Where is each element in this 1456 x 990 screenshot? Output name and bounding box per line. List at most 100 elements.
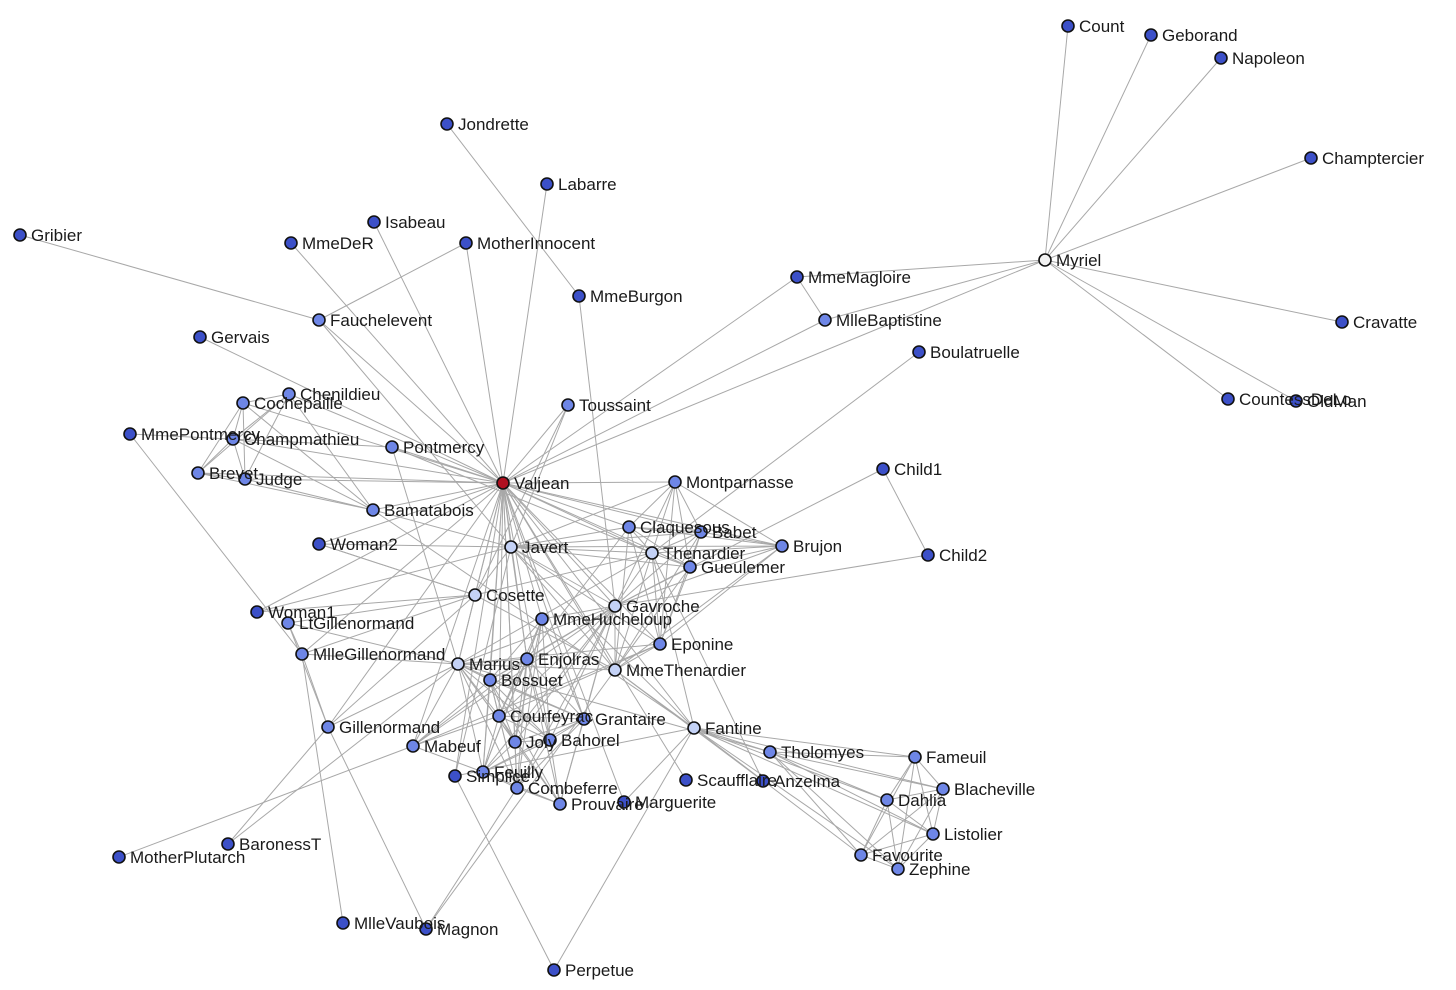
edge-motherinnocent-valjean xyxy=(465,242,504,484)
node-tholomyes[interactable] xyxy=(763,745,777,759)
node-blacheville[interactable] xyxy=(936,782,950,796)
edge-montparnasse-claquesous xyxy=(628,481,676,528)
edge-javert-eponine xyxy=(510,546,661,645)
node-judge[interactable] xyxy=(238,472,252,486)
node-thenardier[interactable] xyxy=(645,546,659,560)
node-motherplutarch[interactable] xyxy=(112,850,126,864)
node-gillenormand[interactable] xyxy=(321,720,335,734)
node-jondrette[interactable] xyxy=(440,117,454,131)
node-labarre[interactable] xyxy=(540,177,554,191)
node-cravatte[interactable] xyxy=(1335,315,1349,329)
node-chenildieu[interactable] xyxy=(282,387,296,401)
node-bamatabois[interactable] xyxy=(366,503,380,517)
node-baronesst[interactable] xyxy=(221,837,235,851)
node-boulatruelle[interactable] xyxy=(912,345,926,359)
node-child2[interactable] xyxy=(921,548,935,562)
node-enjolras[interactable] xyxy=(520,652,534,666)
node-montparnasse[interactable] xyxy=(668,475,682,489)
node-valjean[interactable] xyxy=(496,476,510,490)
edge-toussaint-cosette xyxy=(474,404,569,596)
node-eponine[interactable] xyxy=(653,637,667,651)
node-label-bamatabois: Bamatabois xyxy=(384,501,474,520)
node-mabeuf[interactable] xyxy=(406,739,420,753)
node-geborand[interactable] xyxy=(1144,28,1158,42)
node-fauchelevent[interactable] xyxy=(312,313,326,327)
edge-bahorel-feuilly xyxy=(482,739,551,773)
node-simplice[interactable] xyxy=(448,769,462,783)
node-brevet[interactable] xyxy=(191,466,205,480)
edge-courfeyrac-bahorel xyxy=(498,715,551,741)
edge-grantaire-prouvaire xyxy=(559,718,585,805)
edge-myriel-mllebaptistine xyxy=(824,259,1046,321)
edge-valjean-grantaire xyxy=(502,482,585,720)
node-mmethenardier[interactable] xyxy=(608,663,622,677)
node-gribier[interactable] xyxy=(13,228,27,242)
node-brujon[interactable] xyxy=(775,539,789,553)
node-dahlia[interactable] xyxy=(880,793,894,807)
edge-gervais-valjean xyxy=(199,336,504,484)
node-pontmercy[interactable] xyxy=(385,440,399,454)
node-cosette[interactable] xyxy=(468,588,482,602)
node-javert[interactable] xyxy=(504,540,518,554)
node-motherinnocent[interactable] xyxy=(459,236,473,250)
node-perpetue[interactable] xyxy=(547,963,561,977)
node-champmathieu[interactable] xyxy=(226,432,240,446)
node-gervais[interactable] xyxy=(193,330,207,344)
edge-ltgillenormand-marius xyxy=(287,622,459,665)
edge-mmehucheloup-bossuet xyxy=(489,618,543,681)
edge-cosette-gillenormand xyxy=(327,594,476,728)
edge-fantine-blacheville xyxy=(693,727,944,790)
node-mmehucheloup[interactable] xyxy=(535,612,549,626)
node-mllevaubois[interactable] xyxy=(336,916,350,930)
node-listolier[interactable] xyxy=(926,827,940,841)
node-myriel[interactable] xyxy=(1038,253,1052,267)
edge-champmathieu-brevet xyxy=(197,438,234,474)
node-fameuil[interactable] xyxy=(908,750,922,764)
node-claquesous[interactable] xyxy=(622,520,636,534)
node-toussaint[interactable] xyxy=(561,398,575,412)
edge-bamatabois-javert xyxy=(372,509,512,548)
node-ltgillenormand[interactable] xyxy=(281,616,295,630)
node-marguerite[interactable] xyxy=(617,795,631,809)
edge-grantaire-feuilly xyxy=(482,718,585,773)
node-bossuet[interactable] xyxy=(483,673,497,687)
node-joly[interactable] xyxy=(508,735,522,749)
edge-montparnasse-eponine xyxy=(659,481,676,645)
node-prouvaire[interactable] xyxy=(553,797,567,811)
edge-fantine-dahlia xyxy=(693,727,888,801)
node-grantaire[interactable] xyxy=(577,712,591,726)
node-napoleon[interactable] xyxy=(1214,51,1228,65)
node-countessdelo[interactable] xyxy=(1221,392,1235,406)
node-favourite[interactable] xyxy=(854,848,868,862)
node-anzelma[interactable] xyxy=(756,774,770,788)
edge-champmathieu-judge xyxy=(232,438,246,480)
node-mllebaptistine[interactable] xyxy=(818,313,832,327)
node-child1[interactable] xyxy=(876,462,890,476)
node-mmemagloire[interactable] xyxy=(790,270,804,284)
node-fantine[interactable] xyxy=(687,721,701,735)
node-mllegillenormand[interactable] xyxy=(295,647,309,661)
node-gueulemer[interactable] xyxy=(683,560,697,574)
edge-judge-bamatabois xyxy=(244,478,374,511)
node-cochepaille[interactable] xyxy=(236,396,250,410)
node-zephine[interactable] xyxy=(891,862,905,876)
node-oldman[interactable] xyxy=(1289,394,1303,408)
node-feuilly[interactable] xyxy=(476,765,490,779)
node-gavroche[interactable] xyxy=(608,599,622,613)
node-courfeyrac[interactable] xyxy=(492,709,506,723)
node-mmepontmercy[interactable] xyxy=(123,427,137,441)
node-magnon[interactable] xyxy=(419,922,433,936)
node-mmeburgon[interactable] xyxy=(572,289,586,303)
node-woman1[interactable] xyxy=(250,605,264,619)
node-combeferre[interactable] xyxy=(510,781,524,795)
node-champtercier[interactable] xyxy=(1304,151,1318,165)
node-bahorel[interactable] xyxy=(543,733,557,747)
node-count[interactable] xyxy=(1061,19,1075,33)
node-marius[interactable] xyxy=(451,657,465,671)
node-woman2[interactable] xyxy=(312,537,326,551)
edge-fantine-marguerite xyxy=(623,727,695,803)
node-scaufflaire[interactable] xyxy=(679,773,693,787)
node-isabeau[interactable] xyxy=(367,215,381,229)
node-babet[interactable] xyxy=(694,525,708,539)
node-mmeder[interactable] xyxy=(284,236,298,250)
